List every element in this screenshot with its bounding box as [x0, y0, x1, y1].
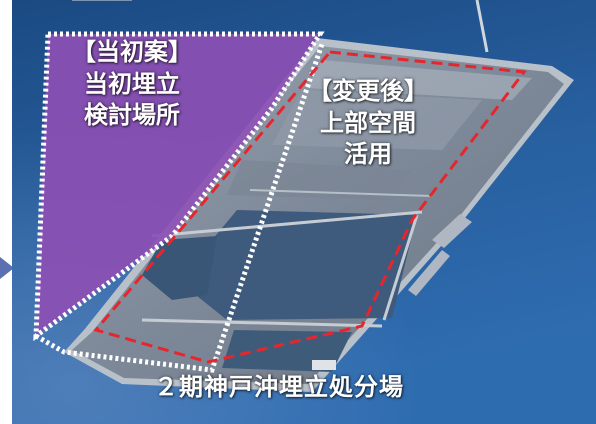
- pier: [408, 250, 450, 296]
- road: [382, 214, 419, 321]
- original-plan-line2: 検討場所: [84, 101, 180, 130]
- original-plan-line1: 当初埋立: [84, 69, 180, 98]
- road: [141, 318, 383, 328]
- arrow-right-icon: [0, 257, 14, 279]
- aerial-photo: 【当初案】 当初埋立 検討場所 【変更後】 上部空間 活用 ２期神戸沖埋立処分場: [12, 0, 596, 424]
- original-plan-label: 【当初案】 当初埋立 検討場所: [72, 37, 192, 132]
- site-caption: ２期神戸沖埋立処分場: [154, 373, 404, 401]
- road: [249, 189, 433, 197]
- revised-plan-heading: 【変更後】: [308, 77, 428, 105]
- land-patch: [307, 60, 532, 100]
- revised-plan-label: 【変更後】 上部空間 活用: [308, 76, 428, 171]
- revised-plan-line2: 活用: [344, 140, 392, 169]
- land-patch: [272, 90, 482, 150]
- inner-pond: [197, 210, 417, 320]
- revised-plan-outline: [93, 50, 527, 364]
- breakwater: [475, 0, 489, 53]
- landfill-illustration: [12, 0, 596, 424]
- small-building: [312, 360, 336, 370]
- pier: [432, 214, 472, 248]
- revised-plan-line1: 上部空間: [320, 108, 416, 137]
- original-plan-area: [36, 34, 320, 336]
- original-plan-heading: 【当初案】: [72, 38, 192, 66]
- road: [151, 210, 423, 238]
